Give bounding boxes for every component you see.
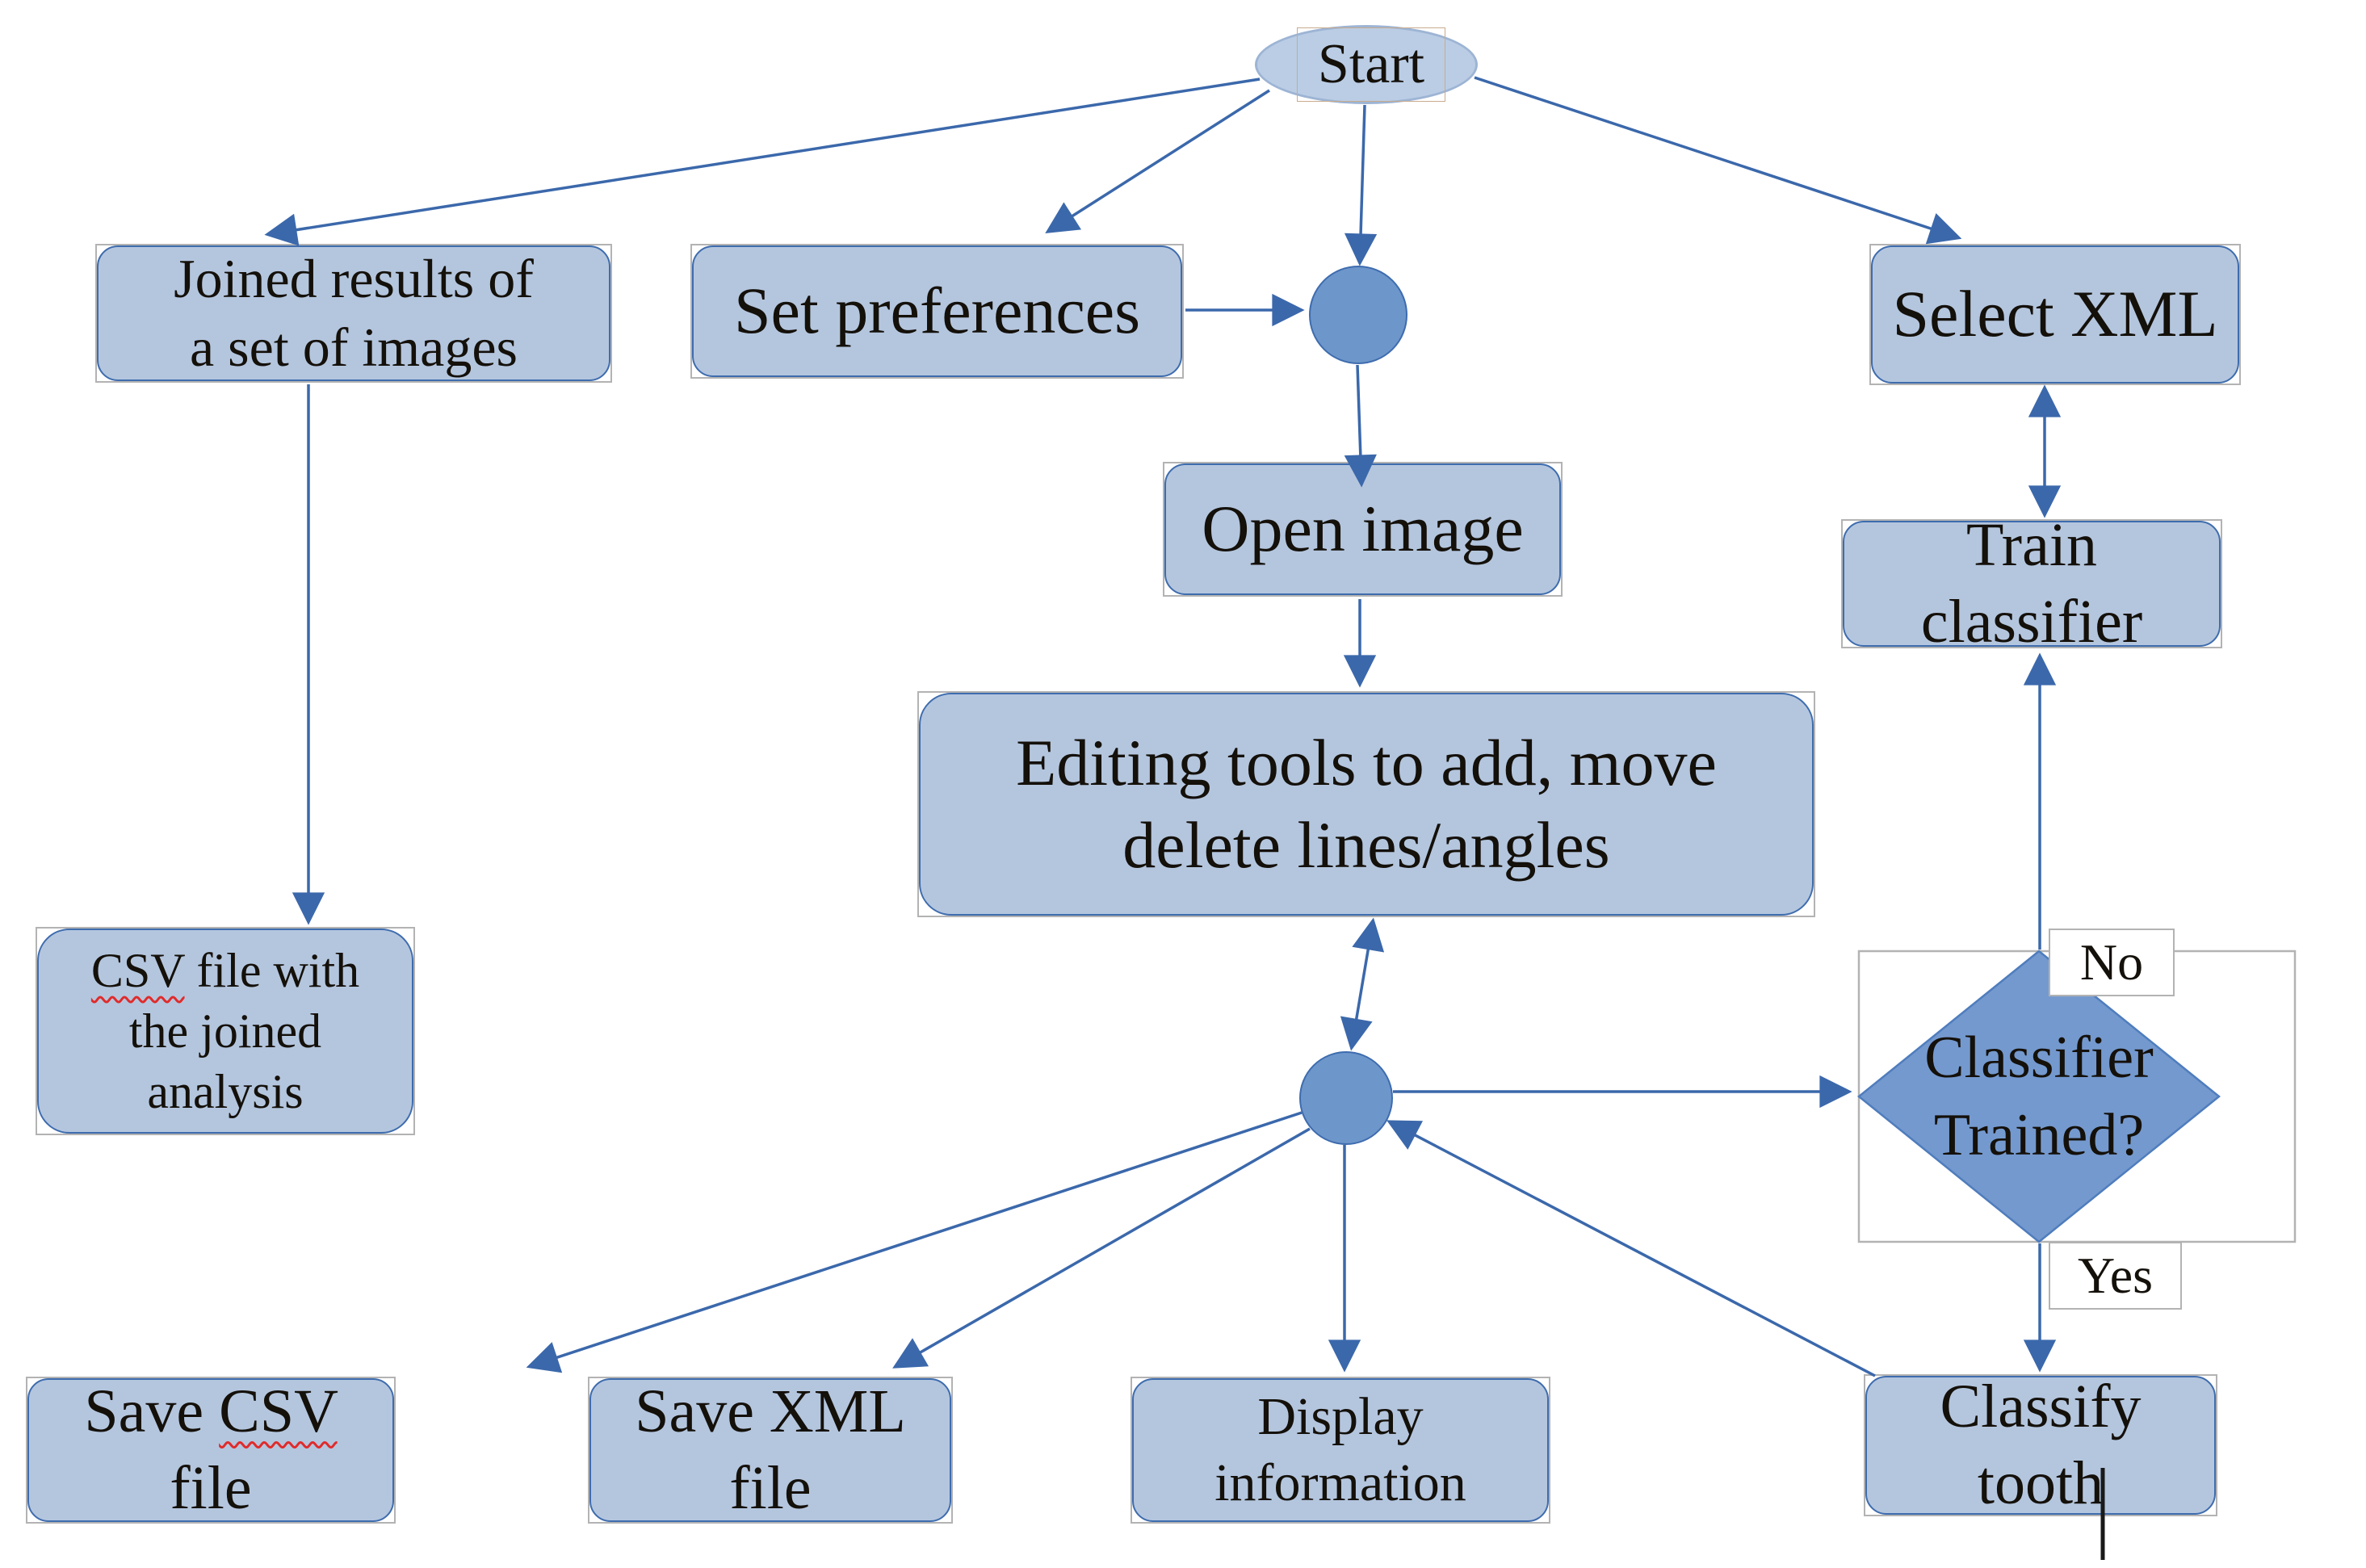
edge-classify-tooth-junction-2[interactable]: [1386, 1120, 1876, 1377]
junction-2-circle[interactable]: [1299, 1051, 1393, 1145]
node-display-information[interactable]: Display information: [1131, 1377, 1550, 1524]
edge-label-no-text: No: [2079, 933, 2144, 991]
edge-start-junction-1[interactable]: [1344, 104, 1378, 266]
node-save-xml-label: Save XML file: [635, 1377, 906, 1522]
edge-junction-2-save-csv[interactable]: [526, 1111, 1303, 1373]
node-save-csv[interactable]: Save CSV file: [26, 1377, 396, 1524]
node-set-preferences[interactable]: Set preferences: [690, 244, 1184, 379]
node-editing-tools-line1: Editing tools to add, move: [1016, 725, 1717, 799]
node-train-classifier-label: Train classifier: [1920, 511, 2143, 656]
node-classifier-trained-line2: Trained?: [1933, 1102, 2145, 1168]
node-display-information-label: Display information: [1214, 1386, 1466, 1513]
junction-1-circle[interactable]: [1309, 266, 1407, 364]
node-display-information-box: Display information: [1132, 1378, 1549, 1522]
node-classifier-trained-line1: Classifier: [1924, 1024, 2154, 1091]
node-select-xml-box: Select XML: [1871, 245, 2239, 384]
node-csv-file-line2: the joined analysis: [128, 1004, 322, 1118]
edge-label-yes-text: Yes: [2077, 1247, 2154, 1304]
node-open-image-box: Open image: [1164, 463, 1561, 595]
node-start-label: Start: [1317, 33, 1425, 95]
node-classify-tooth-label: Classify tooth: [1940, 1373, 2142, 1517]
node-save-xml[interactable]: Save XML file: [588, 1377, 953, 1524]
node-joined-results-line1: Joined results of: [174, 248, 534, 309]
node-editing-tools-line2: delete lines/angles: [1122, 808, 1610, 882]
edge-start-set-preferences[interactable]: [1045, 89, 1270, 234]
edge-label-no[interactable]: No: [2049, 929, 2175, 996]
node-editing-tools[interactable]: Editing tools to add, move delete lines/…: [917, 691, 1815, 917]
node-save-xml-box: Save XML file: [589, 1377, 951, 1522]
node-joined-results-box: Joined results of a set of images: [97, 245, 610, 381]
node-train-classifier[interactable]: Train classifier: [1841, 511, 2222, 656]
node-start-text-frame: Start: [1297, 27, 1445, 102]
node-joined-results[interactable]: Joined results of a set of images: [95, 244, 612, 383]
node-joined-results-line2: a set of images: [190, 317, 518, 378]
edge-junction-2-save-xml[interactable]: [892, 1127, 1311, 1369]
node-csv-file[interactable]: CSV file with the joined analysis: [36, 927, 415, 1135]
edge-start-joined-results[interactable]: [264, 78, 1261, 246]
node-start-ellipse[interactable]: [1255, 25, 1478, 104]
node-save-csv-label: Save CSV file: [39, 1373, 383, 1527]
node-save-csv-misspelled-word: CSV: [219, 1377, 338, 1445]
node-train-classifier-box: Train classifier: [1843, 511, 2221, 656]
node-csv-file-line1: CSV file with: [91, 941, 359, 1001]
node-save-csv-suffix: file: [170, 1454, 252, 1522]
node-set-preferences-box: Set preferences: [692, 245, 1182, 377]
node-save-csv-prefix: Save: [84, 1377, 220, 1445]
node-select-xml-label: Select XML: [1892, 277, 2218, 351]
node-select-xml[interactable]: Select XML: [1869, 244, 2241, 385]
edge-editing-tools-junction-2-bidirectional[interactable]: [1340, 917, 1385, 1051]
edge-start-select-xml[interactable]: [1474, 76, 1962, 245]
node-classifier-trained-label: Classifier Trained?: [1881, 992, 2196, 1201]
node-editing-tools-box: Editing tools to add, move delete lines/…: [919, 693, 1814, 916]
edge-label-yes[interactable]: Yes: [2049, 1242, 2182, 1310]
node-csv-file-line1-rest: file with: [184, 943, 360, 997]
node-open-image-label: Open image: [1202, 492, 1524, 566]
node-set-preferences-label: Set preferences: [733, 274, 1141, 348]
node-classify-tooth-box: Classify tooth: [1865, 1373, 2216, 1517]
node-open-image[interactable]: Open image: [1163, 462, 1563, 597]
node-csv-file-misspelled-word: CSV: [90, 943, 185, 997]
node-save-csv-box: Save CSV file: [27, 1377, 394, 1522]
node-classify-tooth[interactable]: Classify tooth: [1864, 1373, 2217, 1517]
node-csv-file-box: CSV file with the joined analysis: [37, 929, 413, 1134]
